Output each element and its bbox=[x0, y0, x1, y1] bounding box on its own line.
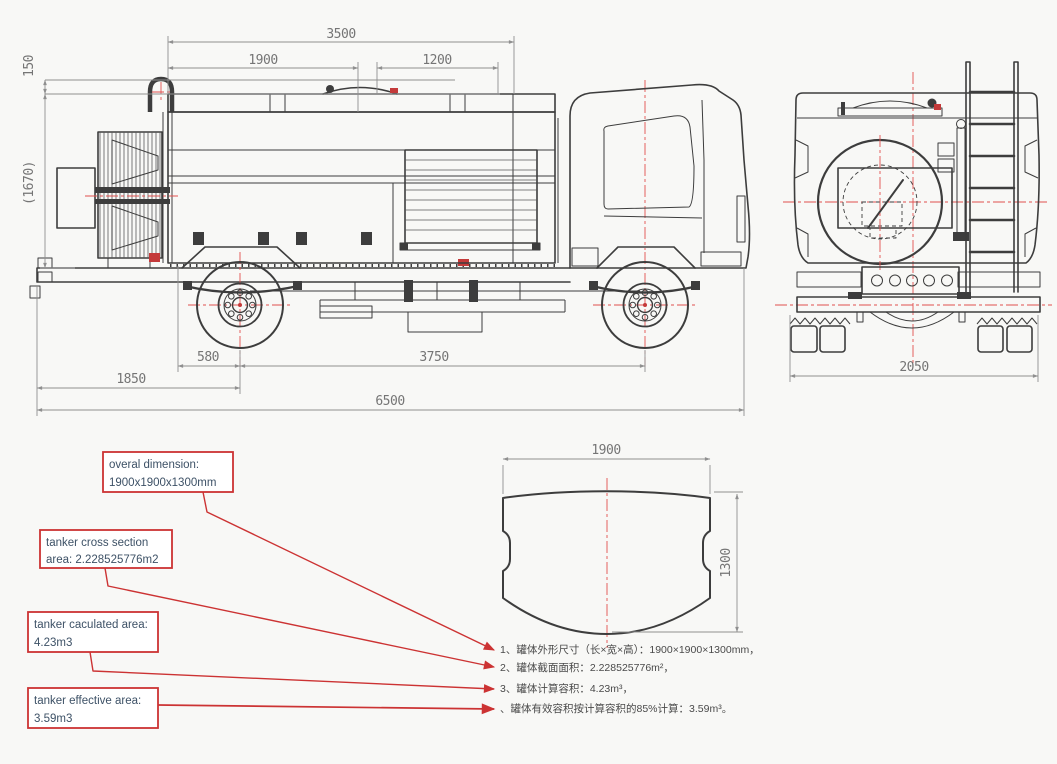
side-view-truck bbox=[29, 76, 751, 368]
callout-4-line-2: 3.59m3 bbox=[34, 713, 72, 725]
valve-red bbox=[149, 253, 160, 262]
note-4: 、罐体有效容积按计算容积的85%计算：3.59m³。 bbox=[500, 702, 732, 715]
callout-4-line-1: tanker effective area: bbox=[34, 695, 141, 707]
handrail bbox=[147, 76, 175, 263]
cab bbox=[569, 80, 751, 269]
dim-cs-height: 1300 bbox=[719, 548, 734, 577]
roller-shutter bbox=[399, 149, 541, 251]
ladder bbox=[965, 61, 1019, 293]
note-1: 1、罐体外形尺寸（长×宽×高）：1900×1900×1300mm， bbox=[500, 643, 760, 656]
callout-3-line-1: tanker caculated area: bbox=[34, 619, 148, 631]
rear-bumper bbox=[796, 266, 1041, 329]
dim-body-height: (1670) bbox=[22, 161, 37, 205]
callout-2-line-2: area: 2.228525776m2 bbox=[46, 554, 159, 566]
callout-2-line-1: tanker cross section bbox=[46, 537, 148, 549]
callout-cross-section-area: tanker cross section area: 2.228525776m2 bbox=[39, 529, 173, 569]
dim-overall-width: 2050 bbox=[899, 360, 928, 375]
callout-1-line-1: overal dimension: bbox=[109, 459, 199, 471]
rear-reel-device bbox=[56, 131, 178, 268]
clamps bbox=[193, 232, 372, 245]
callout-calculated-volume: tanker caculated area: 4.23m3 bbox=[27, 611, 159, 653]
dim-cs-width: 1900 bbox=[591, 443, 620, 458]
manhole-handle bbox=[326, 85, 334, 93]
callout-3-line-2: 4.23m3 bbox=[34, 637, 72, 649]
callouts: overal dimension: 1900x1900x1300mm tanke… bbox=[27, 451, 496, 729]
front-wheel bbox=[592, 246, 698, 368]
rear-manhole bbox=[837, 98, 943, 117]
cross-section-dimensions: 1900 1300 bbox=[502, 443, 743, 633]
dim-wheelbase: 3750 bbox=[419, 350, 448, 365]
note-3: 3、罐体计算容积：4.23m³， bbox=[500, 682, 633, 695]
rear-wheel bbox=[181, 246, 301, 368]
note-2: 2、罐体截面面积：2.228525776m²， bbox=[500, 661, 674, 674]
side-view-dimensions: 3500 1900 1200 150 (1670) 580 3750 1850 … bbox=[22, 27, 745, 416]
dim-tank-seg-left: 1900 bbox=[248, 53, 277, 68]
chassis bbox=[29, 257, 700, 333]
notes: 1、罐体外形尺寸（长×宽×高）：1900×1900×1300mm， 2、罐体截面… bbox=[500, 643, 760, 715]
callout-effective-volume: tanker effective area: 3.59m3 bbox=[27, 687, 159, 729]
callout-overall-dimension: overal dimension: 1900x1900x1300mm bbox=[102, 451, 234, 493]
dim-overall-length: 6500 bbox=[375, 394, 404, 409]
callout-1-line-2: 1900x1900x1300mm bbox=[109, 477, 216, 489]
dim-tank-length: 3500 bbox=[326, 27, 355, 42]
tank-cross-section: 1900 1300 bbox=[502, 443, 743, 648]
rear-fan bbox=[816, 135, 953, 270]
dim-tank-seg-right: 1200 bbox=[422, 53, 451, 68]
dim-rear-axle-offset: 580 bbox=[197, 350, 219, 365]
rear-view-truck bbox=[775, 61, 1052, 366]
dim-handrail-height: 150 bbox=[22, 55, 37, 77]
rear-view-dimensions: 2050 bbox=[789, 315, 1039, 382]
tank-body bbox=[167, 85, 559, 264]
mudflaps bbox=[789, 317, 1038, 353]
dim-rear-overhang: 1850 bbox=[116, 372, 145, 387]
